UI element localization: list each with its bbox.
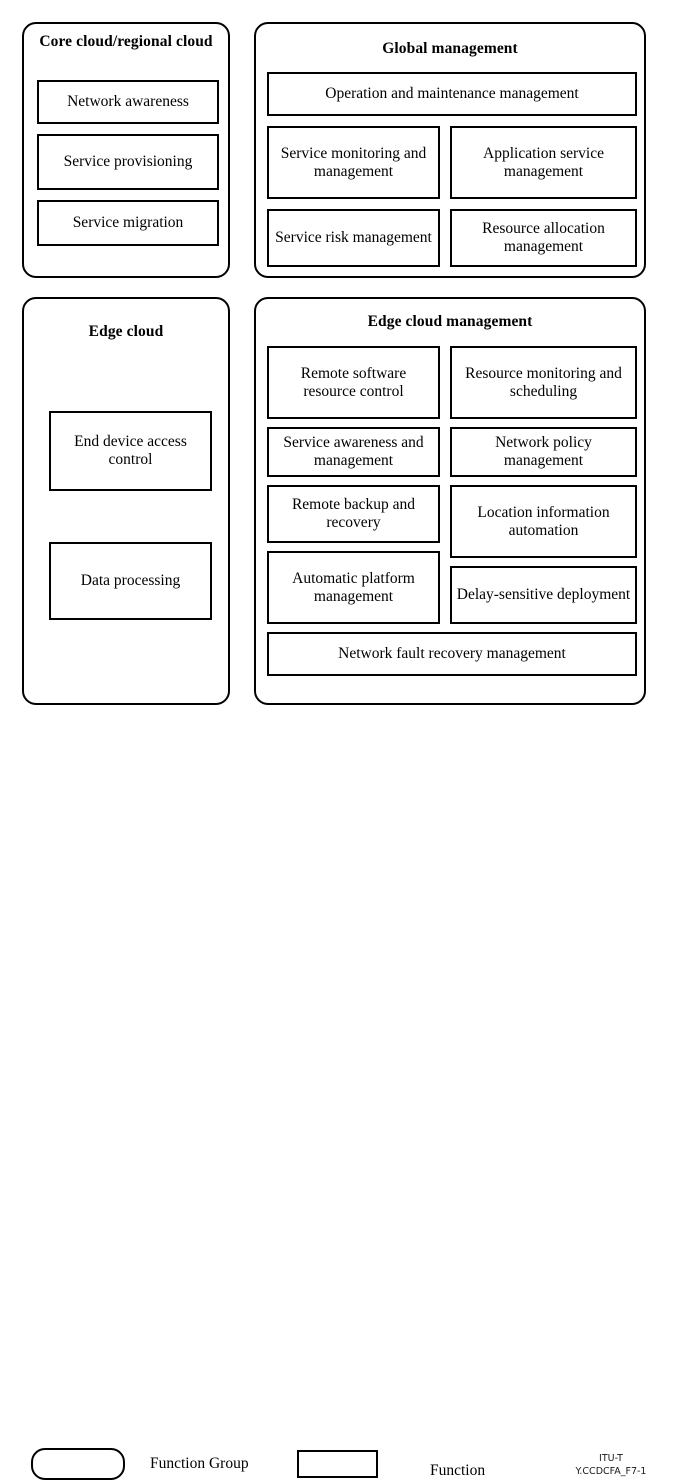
function-box-automatic-platform-management: Automatic platform management [267,551,440,624]
function-box-service-awareness-and-management: Service awareness and management [267,427,440,477]
function-group-title-edge-cloud-management: Edge cloud management [367,313,533,330]
legend-function-label: Function [430,1462,486,1479]
function-box-operation-and-maintenance-management: Operation and maintenance management [267,72,637,116]
function-box-service-risk-management: Service risk management [267,209,440,267]
function-box-location-information-automation: Location information automation [450,485,637,558]
function-box-resource-monitoring-and-scheduling: Resource monitoring and scheduling [450,346,637,419]
legend-function-group-label: Function Group [150,1455,249,1472]
function-box-network-fault-recovery-management: Network fault recovery management [267,632,637,676]
figure-identifier-line1: ITU-T [599,1453,623,1464]
legend-function-shape [297,1450,378,1478]
function-box-remote-software-resource-control: Remote software resource control [267,346,440,419]
function-group-edge-cloud: Edge cloud End device access control Dat… [22,297,230,705]
function-box-resource-allocation-management: Resource allocation management [450,209,637,267]
legend-function-group-shape [31,1448,125,1480]
function-group-core-cloud: Core cloud/regional cloud Network awaren… [22,22,230,278]
function-box-end-device-access-control: End device access control [49,411,212,491]
function-group-title-edge-cloud: Edge cloud [88,323,164,340]
figure-identifier-line2: Y.CCDCFA_F7-1 [575,1465,647,1477]
function-group-title-core-cloud: Core cloud/regional cloud [39,33,213,50]
function-box-delay-sensitive-deployment: Delay-sensitive deployment [450,566,637,624]
function-box-data-processing: Data processing [49,542,212,620]
function-box-service-provisioning: Service provisioning [37,134,219,190]
function-box-remote-backup-and-recovery: Remote backup and recovery [267,485,440,543]
function-box-service-migration: Service migration [37,200,219,246]
function-group-edge-cloud-management: Edge cloud management Remote software re… [254,297,646,705]
legend: Function Group Function ITU-T Y.CCDCFA_F… [0,715,673,1480]
function-group-title-global-management: Global management [382,40,518,57]
function-box-network-policy-management: Network policy management [450,427,637,477]
function-group-global-management: Global management Operation and maintena… [254,22,646,278]
function-box-service-monitoring-and-management: Service monitoring and management [267,126,440,199]
figure-identifier: ITU-T Y.CCDCFA_F7-1 [556,1453,666,1478]
function-box-network-awareness: Network awareness [37,80,219,124]
function-box-application-service-management: Application service management [450,126,637,199]
